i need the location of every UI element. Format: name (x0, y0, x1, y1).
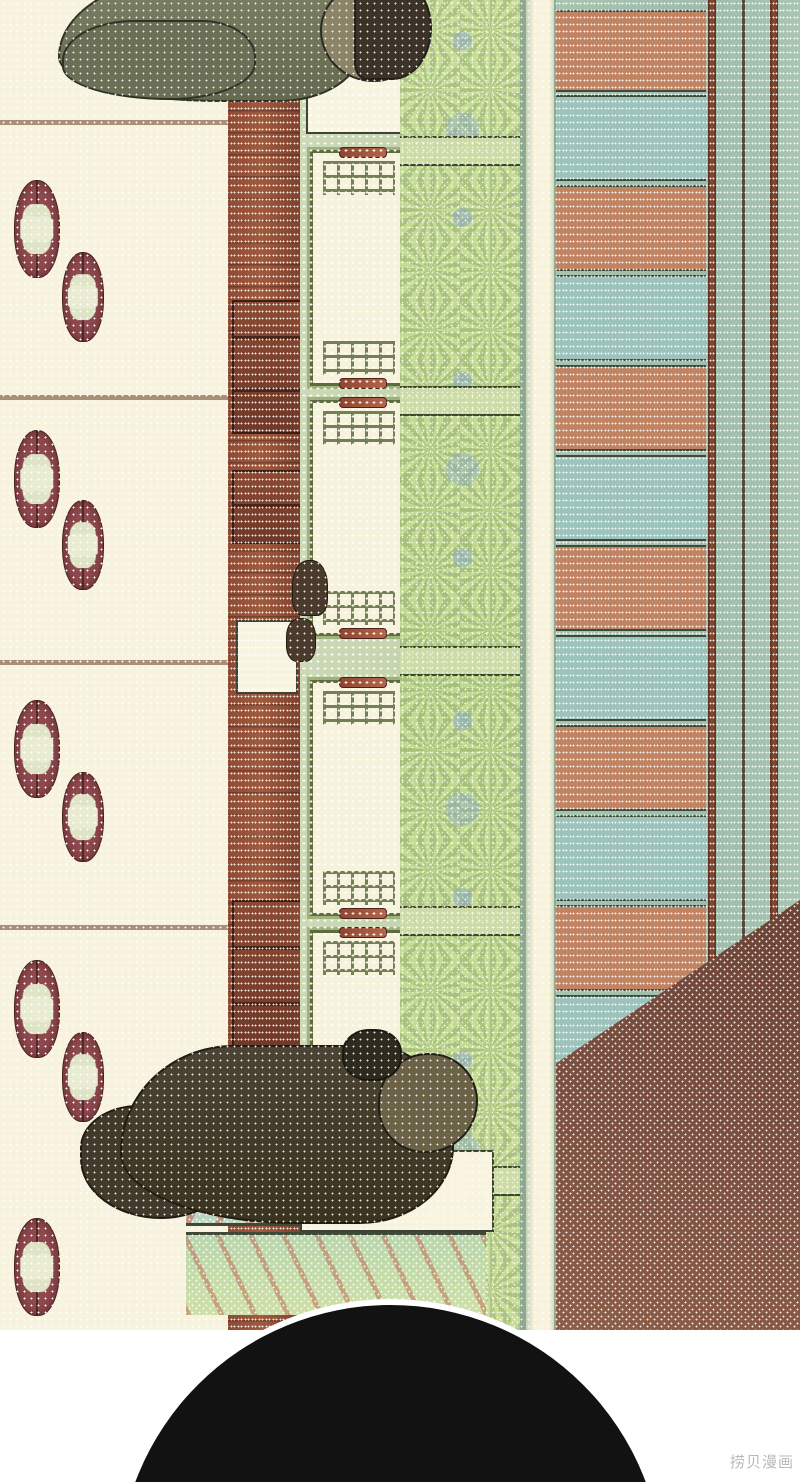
lantern-flower (20, 204, 54, 254)
ceiling-beam (0, 395, 232, 400)
cabinet-band (234, 388, 300, 392)
key-fret-pattern (323, 591, 395, 625)
figure-seated-official-upper (58, 0, 432, 106)
corridor-region (520, 0, 560, 1330)
carpet-seam (400, 646, 525, 676)
ceiling-beam (0, 660, 232, 665)
lacquer-cabinet (232, 900, 302, 1054)
floral-lantern-icon (14, 1218, 60, 1316)
stair-step (556, 365, 706, 451)
carpet-seam (400, 136, 525, 166)
stair-step (556, 905, 706, 991)
key-fret-pattern (323, 411, 395, 445)
stair-step (556, 185, 706, 271)
door-handle[interactable] (339, 147, 387, 158)
lantern-flower (67, 1054, 99, 1100)
comic-panel (0, 0, 800, 1330)
lacquer-cabinet (232, 470, 302, 544)
baluster (742, 0, 745, 1330)
head (378, 1053, 478, 1153)
balustrade-rail (770, 0, 778, 1330)
stair-step (556, 275, 706, 361)
balustrade-rail (708, 0, 716, 1330)
cabinet-band (234, 336, 300, 340)
door-handle[interactable] (339, 378, 387, 389)
stair-step (556, 455, 706, 541)
lantern-flower (20, 984, 54, 1034)
lantern-flower (67, 794, 99, 840)
lantern-flower (67, 274, 99, 320)
key-fret-pattern (323, 941, 395, 975)
ceiling-beam (0, 120, 232, 125)
altar-ornament (292, 560, 328, 616)
floral-lantern-icon (62, 252, 104, 342)
stair-step (556, 95, 706, 181)
sleeve (62, 20, 256, 100)
key-fret-pattern (323, 161, 395, 195)
floral-lantern-icon (14, 960, 60, 1058)
corridor-edge (520, 0, 526, 1330)
cabinet-band (234, 946, 300, 950)
floral-lantern-icon (14, 430, 60, 528)
patterned-rug (186, 1232, 486, 1315)
lantern-flower (67, 522, 99, 568)
key-fret-pattern (323, 871, 395, 905)
floral-lantern-icon (14, 700, 60, 798)
stair-step (556, 815, 706, 901)
stair-step (556, 725, 706, 811)
stair-step (556, 635, 706, 721)
floral-lantern-icon (14, 180, 60, 278)
door-handle[interactable] (339, 677, 387, 688)
lacquer-cabinet (232, 300, 302, 434)
topknot (342, 1029, 402, 1081)
lattice-window (310, 147, 408, 389)
cabinet-band (234, 504, 300, 508)
stair-step (556, 545, 706, 631)
ceiling-beam (0, 925, 232, 930)
carpet-seam (400, 906, 525, 936)
stair-step (556, 10, 706, 92)
altar-ornament (286, 618, 316, 662)
cabinet-band (234, 1002, 300, 1006)
lantern-flower (20, 1242, 54, 1292)
figure-seated-official-lower (60, 1029, 480, 1235)
floral-lantern-icon (62, 772, 104, 862)
carpet-seam (400, 386, 525, 416)
door-handle[interactable] (339, 628, 387, 639)
site-watermark: 捞贝漫画 (729, 1453, 794, 1471)
floral-lantern-icon (62, 1032, 104, 1122)
door-handle[interactable] (339, 927, 387, 938)
lattice-window (310, 677, 408, 919)
lantern-flower (20, 724, 54, 774)
key-fret-pattern (323, 691, 395, 725)
key-fret-pattern (323, 341, 395, 375)
door-handle[interactable] (339, 397, 387, 408)
door-handle[interactable] (339, 908, 387, 919)
lantern-flower (20, 454, 54, 504)
floral-lantern-icon (62, 500, 104, 590)
